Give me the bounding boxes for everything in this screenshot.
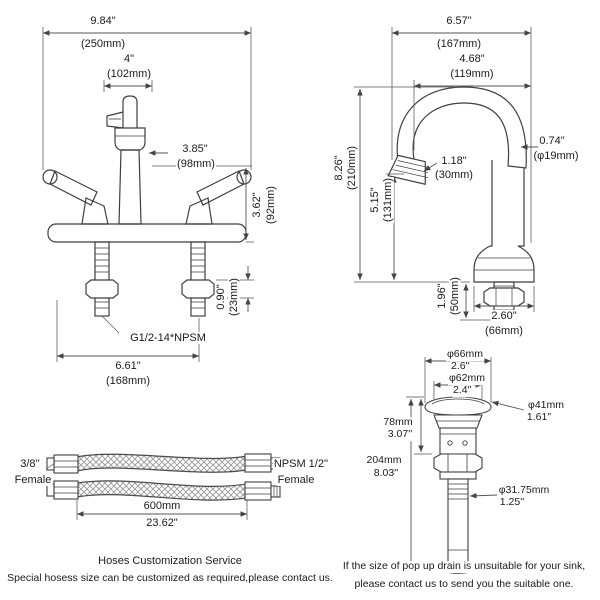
faucet-side-drawing xyxy=(387,86,535,321)
side-view-dimensions xyxy=(354,27,538,321)
shank-left xyxy=(94,241,110,317)
front-deck-thickness-mm: (23mm) xyxy=(227,277,241,317)
side-spout-reach-mm: (119mm) xyxy=(449,67,495,81)
drain-flange-dia-in: 2.4'' xyxy=(452,384,473,397)
hose-length-mm: 600mm xyxy=(142,499,182,513)
front-overall-width-in: 9.84" xyxy=(89,14,117,28)
gooseneck-spout xyxy=(396,86,527,169)
drain-pipe xyxy=(447,478,469,573)
hose-left-gender: Female xyxy=(13,473,53,487)
hoses-service-title: Hoses Customization Service xyxy=(97,554,243,568)
side-overall-height-mm: (210mm) xyxy=(345,144,359,192)
front-body-height-mm: (92mm) xyxy=(264,185,278,225)
front-hole-spacing-in: 4" xyxy=(122,52,136,66)
hose-left-size: 3/8'' xyxy=(19,457,41,471)
front-base-width-in: 6.61" xyxy=(114,359,142,373)
spout-collar xyxy=(114,127,146,151)
mounting-nut-side xyxy=(483,287,525,307)
drain-pipe-dia-in: 1.25'' xyxy=(498,496,526,509)
front-hole-spacing-mm: (102mm) xyxy=(105,67,153,81)
faucet-body xyxy=(473,160,535,283)
side-overall-width-in: 6.57" xyxy=(445,14,473,28)
spout-outlet xyxy=(387,154,429,185)
hoses-service-note: Special hosess size can be customized as… xyxy=(6,572,334,585)
mounting-nut-left xyxy=(85,279,119,299)
side-outlet-width-mm: (30mm) xyxy=(434,168,474,182)
side-overall-width-mm: (167mm) xyxy=(435,37,483,51)
front-deck-thickness-in: 0.90" xyxy=(214,283,228,311)
hose-length-in: 23.62" xyxy=(145,516,179,530)
front-body-height-in: 3.62" xyxy=(250,191,264,219)
drain-body xyxy=(439,427,477,455)
handle-left-post xyxy=(81,197,109,225)
hose-fitting xyxy=(244,481,272,501)
drain-flange-dia-mm: φ62mm xyxy=(448,372,486,385)
mounting-nut-right xyxy=(181,279,215,299)
drain-inner-dia-in: 1.61" xyxy=(525,411,553,424)
side-base-width-mm: (66mm) xyxy=(484,324,524,338)
front-overall-width-mm: (250mm) xyxy=(79,37,127,51)
side-shank-length-mm: (50mm) xyxy=(448,276,462,316)
spout-nose xyxy=(106,111,124,129)
hose-right-size: NPSM 1/2'' xyxy=(272,457,330,471)
drain-total-height-in: 8.03'' xyxy=(372,467,400,480)
hose-fitting xyxy=(244,453,272,473)
drain-drawing xyxy=(424,396,492,574)
front-thread-spec: G1/2-14*NPSM xyxy=(129,331,207,345)
drain-cap xyxy=(424,396,492,416)
spout-column xyxy=(118,149,142,225)
front-base-width-mm: (168mm) xyxy=(104,374,152,388)
side-spout-dia-mm: (φ19mm) xyxy=(532,149,580,163)
side-spout-dia-in: 0.74" xyxy=(538,134,566,148)
handle-left-lever xyxy=(49,170,98,206)
drain-nut xyxy=(433,453,483,473)
side-spout-height-mm: (131mm) xyxy=(381,176,395,224)
handle-right-lever xyxy=(196,170,245,206)
drain-upper-height-in: 3.07'' xyxy=(386,428,414,441)
drain-cap-dia-mm: φ66mm xyxy=(446,348,484,361)
hoses-drawing xyxy=(46,453,281,501)
spout-neck xyxy=(122,95,138,128)
side-outlet-width-in: 1.18" xyxy=(440,154,468,168)
drain-inner-dia-mm: φ41mm xyxy=(527,399,565,412)
side-spout-height-in: 5.15" xyxy=(368,186,382,214)
drain-cap-dia-in: 2.6'' xyxy=(450,360,471,373)
drain-dimensions xyxy=(406,357,525,573)
faucet-deck xyxy=(47,223,247,243)
drain-note-line1: If the size of pop up drain is unsuitabl… xyxy=(341,560,587,573)
front-spout-height-mm: (98mm) xyxy=(176,157,216,171)
hose-fitting xyxy=(53,480,79,500)
faucet-front-drawing xyxy=(42,95,252,317)
shank-right xyxy=(190,241,206,317)
hose-right-gender: Female xyxy=(276,473,316,487)
drain-upper-height-mm: 78mm xyxy=(382,416,414,429)
side-base-width-in: 2.60" xyxy=(490,309,518,323)
front-spout-height-in: 3.85" xyxy=(181,142,209,156)
side-overall-height-in: 8.26" xyxy=(332,154,346,182)
side-shank-length-in: 1.96" xyxy=(435,282,449,310)
side-spout-reach-in: 4.68" xyxy=(458,52,486,66)
drain-pipe-dia-mm: φ31.75mm xyxy=(497,484,551,497)
drain-flange xyxy=(433,414,483,429)
handle-right-post xyxy=(185,197,213,225)
hose-fitting xyxy=(53,454,79,474)
drain-total-height-mm: 204mm xyxy=(365,454,403,467)
drain-note-line2: please contact us to send you the suitab… xyxy=(353,578,575,591)
